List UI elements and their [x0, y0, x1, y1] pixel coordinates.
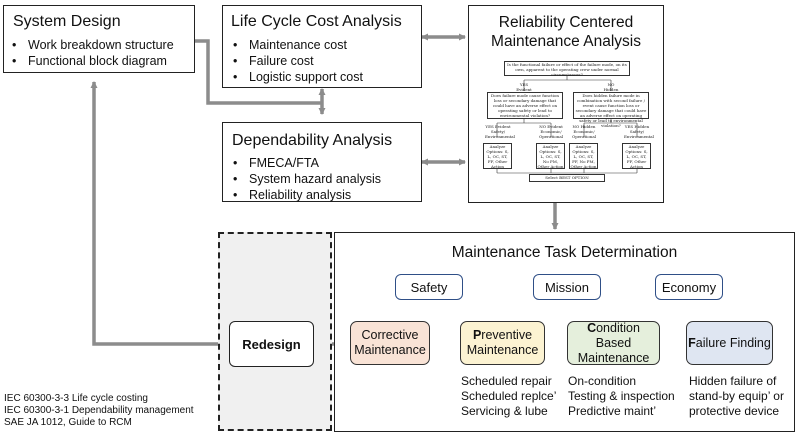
system-design-item: Functional block diagram [12, 53, 174, 69]
dependability-item: Reliability analysis [233, 187, 381, 203]
description-line: stand-by equip’ or [689, 389, 784, 403]
task-label: Preventive Maintenance [466, 328, 539, 357]
connector-redesign-to-system [90, 81, 229, 346]
description-line: Scheduled replce’ [461, 389, 557, 403]
redesign-button[interactable]: Redesign [229, 321, 314, 367]
failure-finding-description: Hidden failure of stand-by equip’ or pro… [689, 374, 784, 419]
rcm-flow-option [483, 143, 512, 169]
rcm-flow-category: NO Hidden Economic/ Operational [571, 124, 597, 139]
rcm-flow-option [622, 143, 651, 169]
condition-based-description: On-condition Testing & inspection Predic… [568, 374, 675, 419]
driver-mission: Mission [533, 274, 601, 300]
lcc-title: Life Cycle Cost Analysis [231, 13, 402, 30]
rcm-title-line2: Maintenance Analysis [491, 33, 641, 50]
rcm-flow-category: YES Hidden Safety/ Environmental [624, 124, 654, 139]
task-corrective-maintenance: Corrective Maintenance [350, 321, 430, 365]
rcm-flow-yes-label: YES Evident [516, 82, 532, 92]
task-condition-based-maintenance: Condition Based Maintenance [567, 321, 660, 365]
rcm-flow-no-label: NO Hidden [603, 82, 619, 92]
rcm-flow-select [529, 174, 605, 182]
rcm-flow-option-text: Analyze Options: S, L, OC, ST, No PM, Ot… [537, 144, 564, 169]
rcm-flow-option-text: Analyze Options: S, L, OC, ST, FF, No PM… [570, 144, 597, 169]
references: IEC 60300-3-3 Life cycle costing IEC 603… [4, 393, 194, 429]
description-line: Predictive maint’ [568, 404, 657, 418]
rcm-flow-category: NO Evident Economic/ Operational [538, 124, 564, 139]
reference-line: IEC 60300-3-3 Life cycle costing [4, 393, 148, 404]
mtd-title: Maintenance Task Determination [451, 244, 678, 261]
rcm-flow-q2 [487, 92, 563, 119]
lcc-box: Life Cycle Cost Analysis Maintenance cos… [222, 5, 422, 88]
task-label: Failure Finding [688, 335, 771, 350]
rcm-box: Reliability Centered Maintenance Analysi… [468, 5, 664, 203]
description-line: Hidden failure of [689, 374, 777, 388]
rcm-flow-select-text: Select BEST OPTION [545, 175, 589, 180]
description-line: Scheduled repair [461, 374, 552, 388]
preventive-description: Scheduled repair Scheduled replce’ Servi… [461, 374, 556, 419]
driver-economy: Economy [655, 274, 723, 300]
rcm-flow-q1 [504, 61, 630, 76]
system-design-box: System Design Work breakdown structure F… [3, 5, 195, 73]
rcm-flow-option [569, 143, 598, 169]
task-label: Condition Based Maintenance [577, 320, 650, 365]
rcm-flow-q2-text: Does failure mode cause function loss or… [491, 93, 559, 118]
rcm-flow-category: YES Evident Safety/ Environmental [485, 124, 515, 139]
driver-safety: Safety [395, 274, 463, 300]
redesign-label: Redesign [242, 336, 301, 352]
rcm-flow-option [536, 143, 565, 169]
description-line: On-condition [568, 374, 637, 388]
system-design-list: Work breakdown structure Functional bloc… [12, 37, 174, 69]
task-label: Corrective Maintenance [354, 328, 426, 357]
rcm-title-line1: Reliability Centered [498, 14, 634, 31]
system-design-title: System Design [13, 13, 121, 30]
driver-label: Economy [661, 279, 717, 295]
dependability-item: System hazard analysis [233, 171, 381, 187]
description-line: protective device [689, 404, 780, 418]
reference-line: SAE JA 1012, Guide to RCM [4, 417, 132, 428]
rcm-flow-option-text: Analyze Options: S, L, OC, ST, FF, Other… [625, 144, 648, 169]
driver-label: Safety [410, 279, 448, 295]
dependability-box: Dependability Analysis FMECA/FTA System … [222, 122, 422, 202]
lcc-item: Logistic support cost [233, 69, 363, 85]
connector-system-to-analysis [195, 39, 321, 105]
lcc-item: Maintenance cost [233, 37, 363, 53]
rcm-flow-q3-text: Does hidden failure mode in combination … [575, 93, 647, 128]
driver-label: Mission [544, 279, 590, 295]
lcc-list: Maintenance cost Failure cost Logistic s… [233, 37, 363, 85]
description-line: Testing & inspection [568, 389, 675, 403]
task-failure-finding: Failure Finding [686, 321, 773, 365]
dependability-item: FMECA/FTA [233, 155, 381, 171]
reference-line: IEC 60300-3-1 Dependability management [4, 405, 194, 416]
description-line: Servicing & lube [461, 404, 548, 418]
rcm-flow-q3 [573, 92, 649, 119]
rcm-flow-q1-text: Is the functional failure or effect of t… [507, 62, 627, 77]
dependability-list: FMECA/FTA System hazard analysis Reliabi… [233, 155, 381, 203]
system-design-item: Work breakdown structure [12, 37, 174, 53]
dependability-title: Dependability Analysis [232, 132, 393, 149]
lcc-item: Failure cost [233, 53, 363, 69]
task-preventive-maintenance: Preventive Maintenance [460, 321, 545, 365]
rcm-flow-option-text: Analyze Options: S, L, OC, ST, FF, Other… [486, 144, 509, 169]
